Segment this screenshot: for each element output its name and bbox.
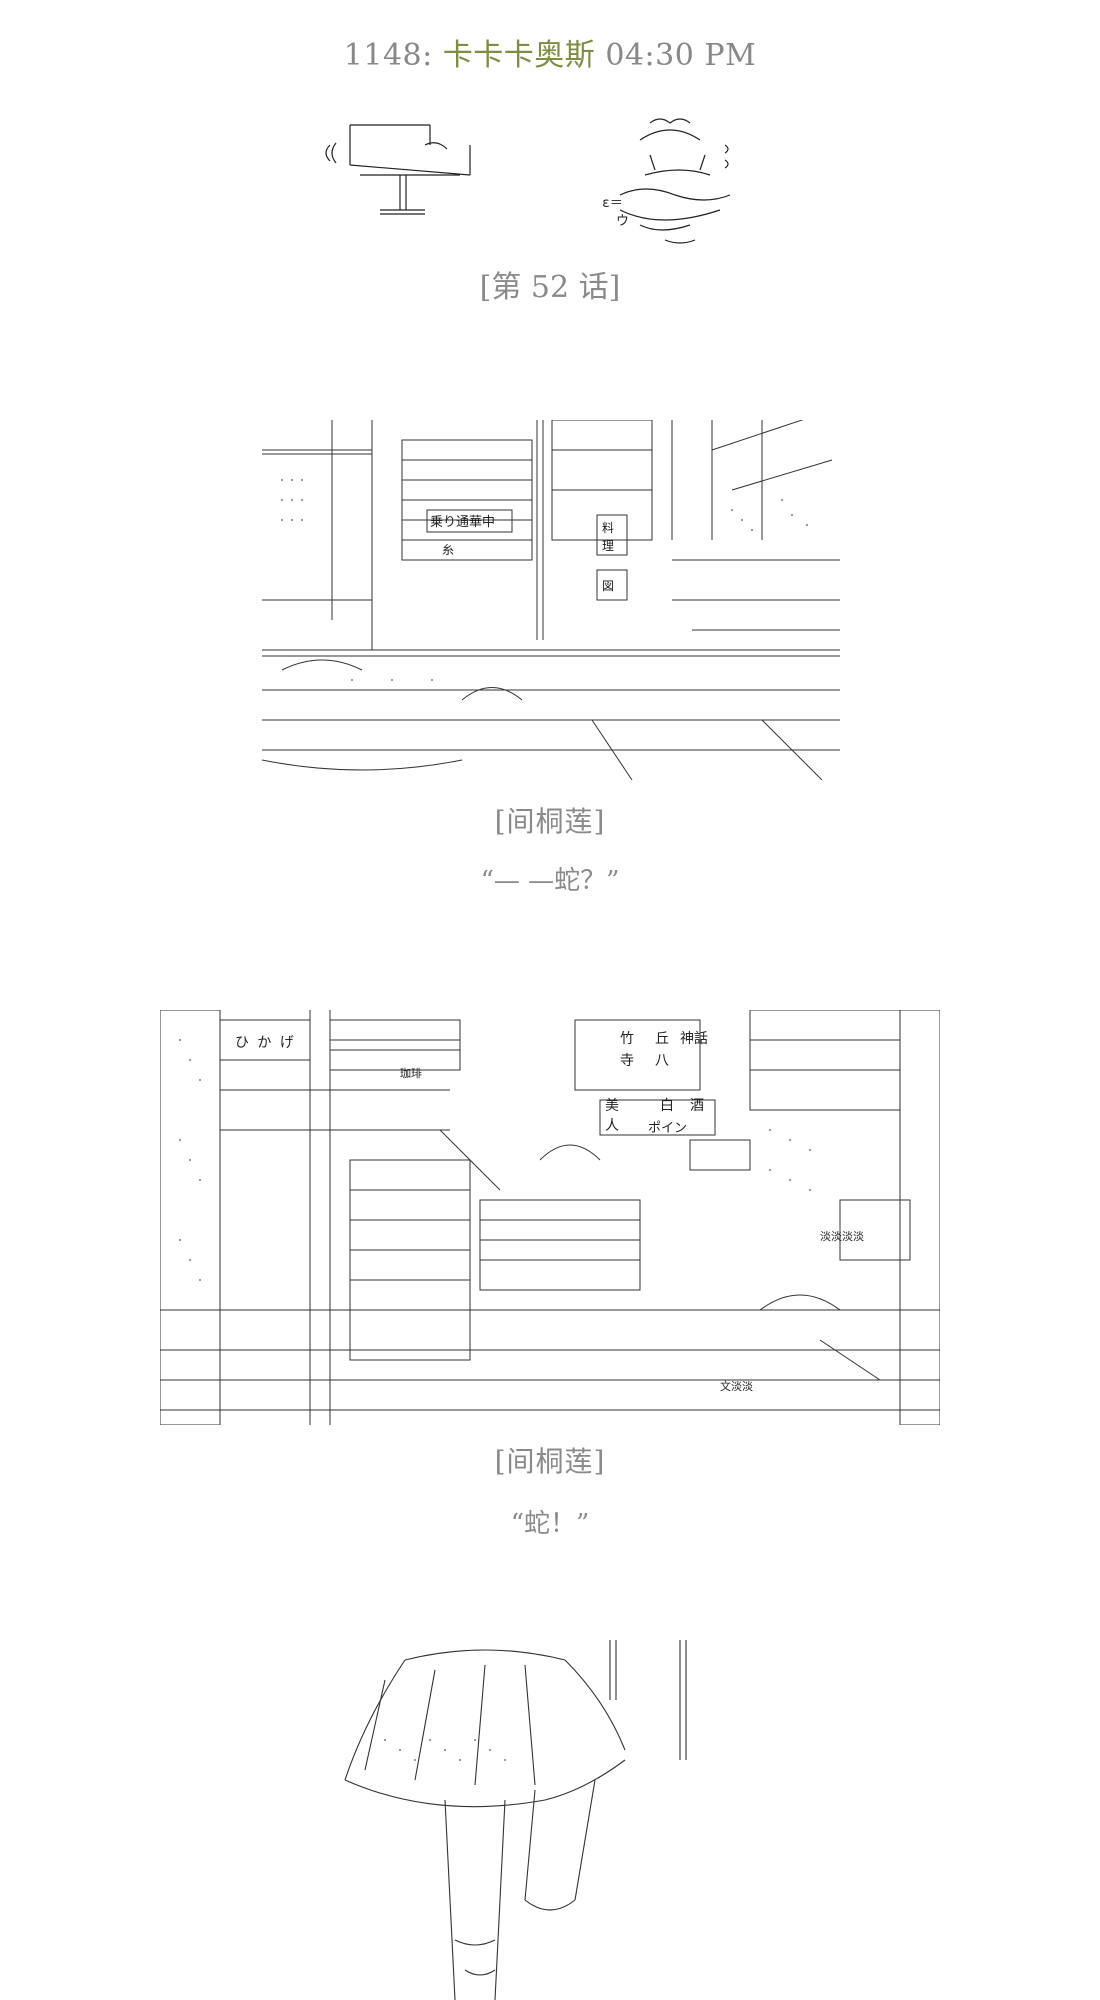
post-header: 1148: 卡卡卡奥斯 04:30 PM bbox=[0, 30, 1100, 74]
panel-2-sign-hikage: ひ か げ bbox=[235, 1035, 294, 1051]
panel-2-sign-jin: 人 bbox=[605, 1118, 619, 1134]
panel-3-drawing bbox=[344, 1640, 687, 2000]
panel-1-drawing: 乗り通華中 糸 料 理 図 bbox=[262, 420, 840, 780]
panel-1-sign-char-4: 図 bbox=[602, 579, 614, 593]
panel-2-sign-tantan: 淡淡淡淡 bbox=[820, 1230, 864, 1243]
panel-2-sign-oka: 丘 bbox=[655, 1031, 669, 1047]
panel-1-ascii-art: 乗り通華中 糸 料 理 図 bbox=[262, 420, 840, 780]
panel-2-speaker: [间桐莲] bbox=[494, 1445, 606, 1478]
panel-2-sign-bi: 美 bbox=[605, 1098, 619, 1114]
opening-ascii-art: ε＝ ウ bbox=[320, 115, 790, 255]
panel-1-dialogue: “— —蛇？” bbox=[480, 866, 620, 896]
panel-1-sign-char-3: 理 bbox=[602, 539, 614, 553]
panel-1-sign-restaurant: 乗り通華中 bbox=[430, 515, 495, 530]
panel-1-speaker: [间桐莲] bbox=[494, 805, 606, 838]
panel-2-sign-take: 竹 bbox=[620, 1031, 634, 1047]
panel-1-sign-char-1: 糸 bbox=[442, 543, 454, 557]
opening-ascii-art-drawing: ε＝ ウ bbox=[325, 118, 731, 244]
panel-1-sign-char-2: 料 bbox=[602, 521, 614, 535]
panel-2-ascii-art: ひ か げ 竹 丘 神話 寺 八 美 人 白 酒 ポイン 珈琲 淡淡淡淡 文淡淡 bbox=[160, 1010, 940, 1425]
panel-2-sign-sake: 酒 bbox=[690, 1098, 704, 1114]
post-time: 04:30 PM bbox=[605, 38, 757, 73]
panel-2-dialogue: “蛇！” bbox=[510, 1509, 590, 1539]
panel-2-drawing: ひ か げ 竹 丘 神話 寺 八 美 人 白 酒 ポイン 珈琲 淡淡淡淡 文淡淡 bbox=[160, 1010, 940, 1425]
panel-2-sign-hachi: 八 bbox=[655, 1053, 669, 1069]
panel-2-sign-coffee: 珈琲 bbox=[400, 1066, 422, 1080]
svg-text:ε＝: ε＝ bbox=[602, 196, 623, 211]
post-separator: : bbox=[422, 38, 433, 73]
post-number: 1148 bbox=[343, 38, 423, 73]
panel-2-sign-bun-tantan: 文淡淡 bbox=[720, 1379, 753, 1393]
svg-text:ウ: ウ bbox=[616, 214, 629, 229]
post-author: 卡卡卡奥斯 bbox=[442, 38, 596, 73]
panel-2-sign-tera: 寺 bbox=[620, 1053, 634, 1069]
panel-3-ascii-art bbox=[325, 1640, 715, 2000]
chapter-label: [第 52 话] bbox=[479, 270, 621, 305]
panel-2-sign-point: ポイン bbox=[648, 1121, 687, 1136]
panel-2-sign-haku: 白 bbox=[660, 1098, 674, 1114]
panel-2-sign-shinwa: 神話 bbox=[680, 1030, 708, 1047]
